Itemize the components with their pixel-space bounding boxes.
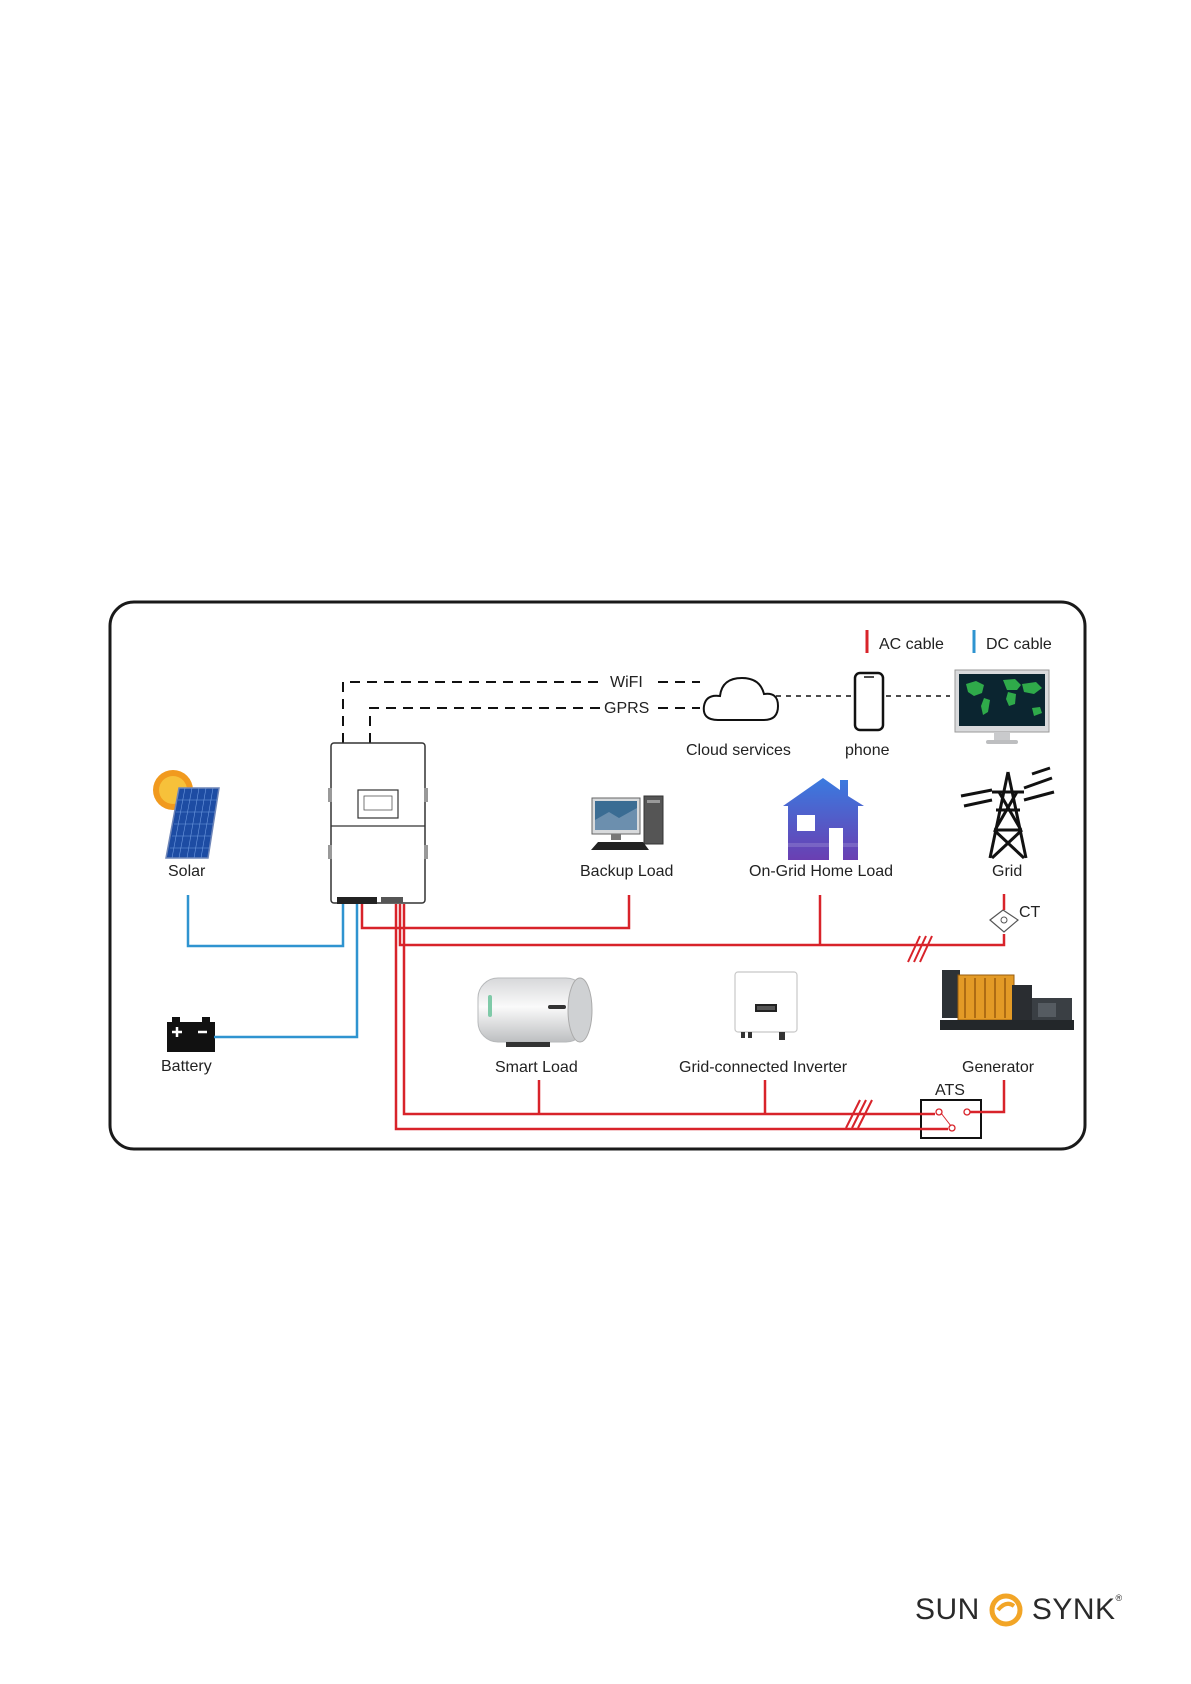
- monitor-icon: [955, 670, 1049, 744]
- water-heater-icon: [478, 978, 592, 1047]
- backup-load-label: Backup Load: [580, 863, 673, 880]
- logo-registered-mark: ®: [1116, 1593, 1123, 1603]
- grid-label: Grid: [992, 863, 1022, 880]
- grid-inverter-label: Grid-connected Inverter: [679, 1059, 848, 1076]
- cloud-icon: [704, 678, 778, 720]
- solar-panel-icon: [153, 770, 219, 858]
- home-load-label: On-Grid Home Load: [749, 863, 893, 880]
- battery-label: Battery: [161, 1058, 212, 1075]
- smart-load-label: Smart Load: [495, 1059, 578, 1076]
- pylon-icon: [961, 768, 1054, 858]
- ats-box: [921, 1100, 981, 1138]
- ac-cables: [362, 894, 1004, 1129]
- legend: AC cable DC cable: [867, 630, 1052, 653]
- generator-label: Generator: [962, 1059, 1035, 1076]
- string-inverter-icon: [735, 972, 797, 1040]
- cable-hash-marks: [846, 936, 932, 1128]
- hybrid-inverter: [328, 743, 428, 904]
- phone-icon: [855, 673, 883, 730]
- logo-text-synk: SYNK: [1032, 1593, 1116, 1627]
- generator-icon: [940, 970, 1074, 1030]
- dc-legend-label: DC cable: [986, 636, 1052, 653]
- dc-cables: [188, 895, 357, 1037]
- house-icon: [783, 778, 864, 860]
- wifi-label: WiFI: [610, 674, 643, 691]
- phone-label: phone: [845, 742, 890, 759]
- gprs-label: GPRS: [604, 700, 649, 717]
- computer-icon: [591, 796, 663, 850]
- logo-mark-icon: [986, 1590, 1026, 1630]
- ac-legend-label: AC cable: [879, 636, 944, 653]
- sunsynk-logo: SUN SYNK ®: [915, 1585, 1123, 1635]
- ct-label: CT: [1019, 904, 1041, 921]
- ats-label: ATS: [935, 1082, 965, 1099]
- battery-icon: [167, 1017, 215, 1052]
- cloud-label: Cloud services: [686, 742, 791, 759]
- logo-text-sun: SUN: [915, 1593, 980, 1627]
- solar-label: Solar: [168, 863, 206, 880]
- ct-sensor-icon: [990, 910, 1018, 932]
